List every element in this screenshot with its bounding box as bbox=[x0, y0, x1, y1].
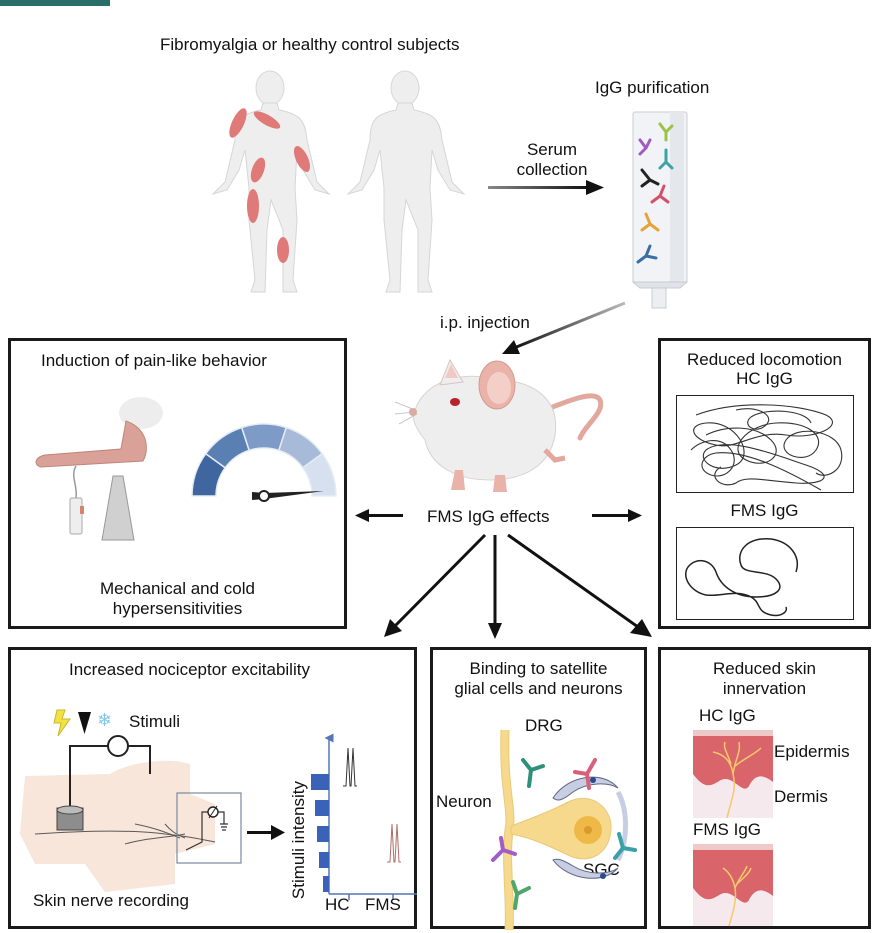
antibody-icon bbox=[658, 122, 674, 142]
title-line2: innervation bbox=[722, 678, 807, 698]
antibody-icon bbox=[636, 244, 658, 264]
panel-title: Induction of pain-like behavior bbox=[41, 351, 267, 370]
stimuli-label: Stimuli bbox=[129, 712, 181, 731]
drg-neuron-illustration bbox=[500, 729, 628, 931]
recording-electrode-box bbox=[176, 792, 242, 864]
stimulus-bar bbox=[319, 852, 329, 868]
antibody-icon bbox=[573, 758, 597, 790]
pain-area bbox=[253, 111, 281, 129]
hc-igg-label: HC IgG bbox=[699, 706, 756, 725]
serum-collection-label: Serum collection bbox=[497, 140, 607, 179]
gauge-hub bbox=[258, 490, 270, 502]
igg-purification-label: IgG purification bbox=[595, 78, 710, 97]
mechanical-stimulus-icon bbox=[78, 712, 91, 734]
skin-nerve-preparation bbox=[20, 735, 216, 892]
excitability-chart bbox=[311, 733, 417, 900]
caption-line1: Mechanical and cold bbox=[100, 579, 255, 598]
cold-probe-icon bbox=[101, 475, 135, 541]
injection-label: i.p. injection bbox=[440, 313, 530, 332]
panel-reduced-locomotion: Reduced locomotion HC IgG FMS IgG bbox=[658, 338, 871, 629]
title-line1: Reduced skin bbox=[712, 659, 816, 678]
neuron-label: Neuron bbox=[436, 792, 492, 811]
fms-locomotion-trace bbox=[676, 527, 854, 620]
fms-skin-section bbox=[693, 844, 773, 927]
healthy-control-figure bbox=[346, 70, 466, 293]
antibody-icon bbox=[613, 832, 637, 860]
arrow-left-to-pain-panel bbox=[355, 509, 403, 522]
stimulus-bar bbox=[317, 826, 329, 842]
antibody-icon bbox=[638, 138, 652, 156]
arrows-down-to-bottom-panels bbox=[384, 533, 652, 639]
recording-arrow bbox=[247, 825, 285, 840]
antibody-icon bbox=[491, 836, 517, 862]
dermis-label: Dermis bbox=[774, 787, 828, 806]
pain-caption: Mechanical and cold hypersensitivities bbox=[11, 579, 344, 618]
fibromyalgia-patient-figure bbox=[211, 70, 331, 293]
cold-stimulus-icon: ❄ bbox=[97, 710, 113, 730]
hc-spike-trace bbox=[343, 747, 357, 787]
title-line1: Binding to satellite bbox=[469, 659, 608, 678]
serum-arrow bbox=[488, 180, 604, 195]
stimulus-bar bbox=[323, 876, 329, 892]
antibody-icon bbox=[650, 184, 670, 204]
panel-pain-like-behavior: Induction of pain-like behavior Mechanic… bbox=[8, 338, 347, 629]
title-line2: glial cells and neurons bbox=[454, 678, 623, 698]
fms-spike-trace bbox=[387, 823, 401, 863]
antibody-icon bbox=[658, 148, 674, 170]
drg-label: DRG bbox=[525, 716, 563, 735]
cropped-header-fragment bbox=[0, 0, 120, 6]
pain-area bbox=[229, 108, 247, 138]
panel-skin-innervation: Reduced skin innervation HC IgG Epidermi… bbox=[658, 647, 871, 929]
gauge-segment bbox=[301, 452, 337, 497]
panel-nociceptor-excitability: Increased nociceptor excitability ❄ Stim… bbox=[8, 647, 417, 929]
injection-arrow bbox=[502, 301, 626, 354]
panel-title: Binding to satellite glial cells and neu… bbox=[433, 659, 644, 698]
pain-area bbox=[293, 146, 311, 172]
panel-binding-sgc-neurons: Binding to satellite glial cells and neu… bbox=[430, 647, 647, 931]
antibody-icon bbox=[511, 880, 531, 910]
serum-label-line1: Serum bbox=[526, 140, 578, 159]
pain-area bbox=[247, 189, 259, 223]
subjects-label: Fibromyalgia or healthy control subjects bbox=[160, 35, 460, 54]
caption-line2: hypersensitivities bbox=[112, 598, 243, 618]
mouse-paw-illustration bbox=[35, 397, 163, 468]
fms-igg-label: FMS IgG bbox=[730, 501, 799, 520]
stimulus-bar bbox=[315, 800, 329, 816]
skin-nerve-recording-label: Skin nerve recording bbox=[33, 891, 189, 910]
antibody-icon bbox=[640, 212, 660, 232]
arrow-right-to-locomotion-panel bbox=[592, 509, 642, 522]
human-figures-illustration bbox=[211, 70, 466, 293]
pain-area bbox=[250, 157, 266, 183]
pain-area bbox=[277, 237, 289, 263]
stimulus-bar bbox=[311, 774, 329, 790]
fms-igg-label: FMS IgG bbox=[693, 820, 762, 839]
serum-label-line2: collection bbox=[516, 159, 588, 179]
stimuli-intensity-axis-label: Stimuli intensity bbox=[289, 780, 308, 900]
x-tick-fms: FMS bbox=[365, 895, 401, 914]
pain-gauge bbox=[191, 423, 337, 502]
hc-skin-section bbox=[693, 730, 773, 819]
hc-igg-label: HC IgG bbox=[736, 369, 793, 388]
panel-title: Reduced skin innervation bbox=[661, 659, 868, 698]
mouse-illustration bbox=[394, 358, 604, 492]
antibodies-binding bbox=[491, 758, 637, 910]
gauge-needle bbox=[252, 491, 324, 500]
antibody-icon bbox=[521, 758, 545, 788]
von-frey-filament-icon bbox=[69, 465, 84, 535]
hc-locomotion-trace bbox=[676, 395, 854, 493]
epidermis-label: Epidermis bbox=[774, 742, 850, 761]
antibody-icon bbox=[640, 168, 660, 188]
x-tick-hc: HC bbox=[325, 895, 350, 914]
fms-igg-effects-label: FMS IgG effects bbox=[427, 507, 550, 526]
heat-stimulus-icon bbox=[53, 709, 71, 737]
panel-title: Reduced locomotion bbox=[687, 350, 842, 369]
purification-column-illustration bbox=[631, 111, 689, 309]
panel-title: Increased nociceptor excitability bbox=[69, 660, 310, 679]
